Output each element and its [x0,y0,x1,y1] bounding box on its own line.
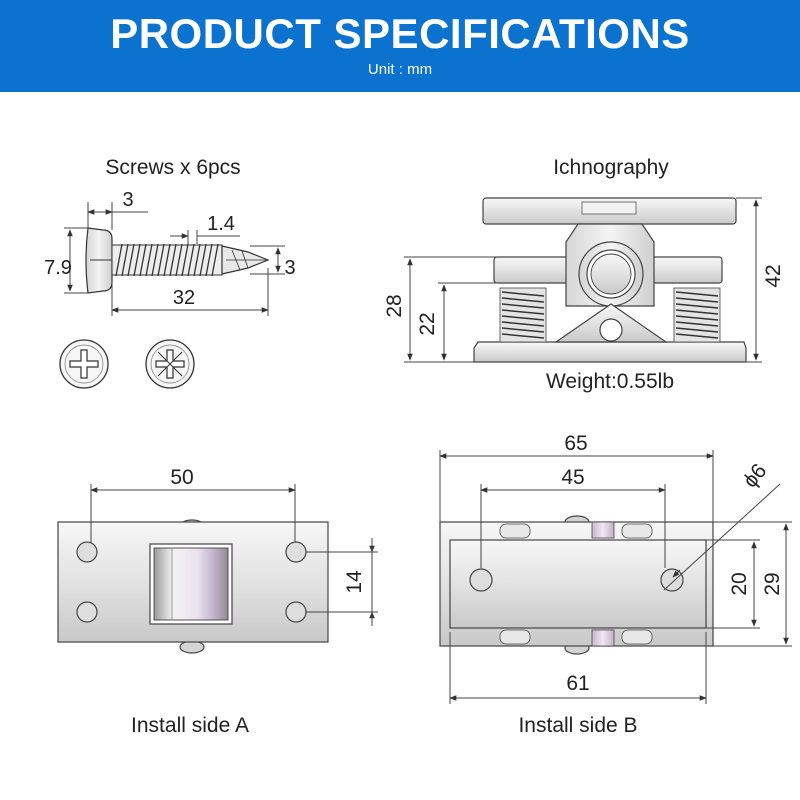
dim-height-28: 28 [383,294,406,317]
pozidriv-head-icon [145,339,195,389]
screws-caption: Screws x 6pcs [105,156,240,179]
screw-section: Screws x 6pcs [44,156,296,389]
latch-side-b-view [439,515,714,655]
install-side-b-section: 65 45 ϕ6 20 29 61 Install side B [439,432,792,737]
dim-screw-thread-diameter: 3 [284,257,295,279]
weight-label: Weight:0.55lb [546,370,674,393]
header-banner: PRODUCT SPECIFICATIONS Unit : mm [0,0,800,92]
install-side-b-caption: Install side B [518,714,637,737]
latch-side-a-view [57,519,329,654]
dim-screw-pitch: 1.4 [207,213,235,235]
dim-screw-head-diameter: 7.9 [44,257,72,279]
dim-hole-spacing-b: 45 [561,466,584,489]
spec-drawing: Screws x 6pcs [44,156,792,737]
dim-plate-length-b: 61 [566,672,589,695]
ichnography-section: Ichnography [383,156,785,393]
dim-overall-height-b: 29 [761,572,784,595]
dim-hole-diameter-b: ϕ6 [739,459,772,492]
unit-label: Unit : mm [367,61,433,78]
dim-hole-spacing-a: 50 [170,466,193,489]
ichnography-caption: Ichnography [553,156,669,179]
dim-hole-vertical-a: 14 [343,570,366,594]
page-title: PRODUCT SPECIFICATIONS [110,10,690,57]
dim-plate-height-b: 20 [728,572,751,595]
spring-coils [501,291,719,339]
install-side-a-caption: Install side A [131,714,249,737]
phillips-head-icon [59,339,109,389]
dim-screw-length: 32 [173,287,195,309]
dim-screw-head-length: 3 [122,189,133,211]
screw-drawing [85,227,270,294]
latch-center-body [554,223,668,343]
dim-height-22: 22 [416,312,439,335]
latch-side-view [473,197,747,363]
dim-overall-length-b: 65 [564,432,587,455]
install-side-a-section: 50 14 Install side A [57,466,378,737]
dim-height-42: 42 [762,264,785,287]
